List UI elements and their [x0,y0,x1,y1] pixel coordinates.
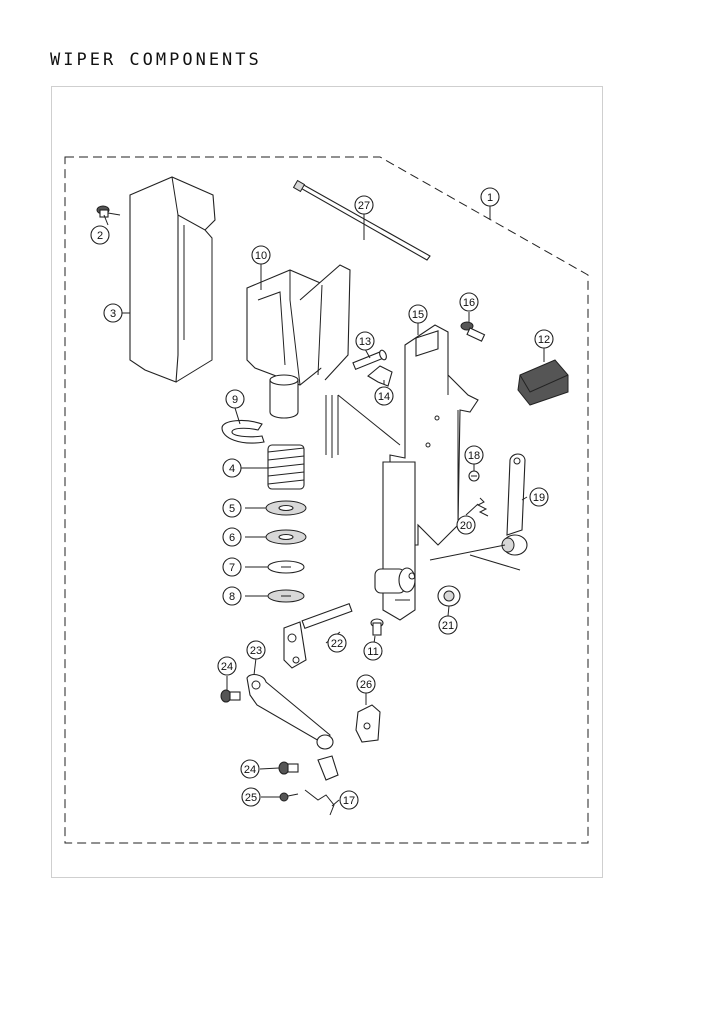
callout-14: 14 [374,386,394,406]
callout-26: 26 [356,674,376,694]
svg-text:15: 15 [412,309,424,321]
callout-17: 17 [339,790,359,810]
svg-text:4: 4 [229,463,235,475]
svg-text:10: 10 [255,250,267,262]
svg-text:24: 24 [244,764,256,776]
bushing [374,567,416,594]
callouts: 1 2 3 4 5 6 7 8 9 10 11 12 13 14 15 16 1… [90,187,554,810]
svg-text:1: 1 [487,192,493,204]
callout-1: 1 [480,187,500,207]
callout-20: 20 [456,515,476,535]
callout-6: 6 [222,527,242,547]
svg-text:20: 20 [460,520,472,532]
svg-text:21: 21 [442,620,454,632]
callout-9: 9 [225,389,245,409]
svg-text:24: 24 [221,661,233,673]
part-12-pad [517,359,569,406]
part-11-screw [370,618,384,636]
callout-18: 18 [464,445,484,465]
svg-text:19: 19 [533,492,545,504]
callout-11: 11 [363,641,383,661]
part-22-shaft [283,602,353,669]
diagram-frame [51,86,603,878]
svg-text:17: 17 [343,795,355,807]
callout-21: 21 [438,615,458,635]
svg-text:18: 18 [468,450,480,462]
svg-text:2: 2 [97,230,103,242]
part-17-wire-spring [304,755,339,816]
svg-text:7: 7 [229,562,235,574]
part-13-pin [352,349,387,371]
svg-text:13: 13 [359,336,371,348]
page-title: WIPER COMPONENTS [50,50,262,70]
part-27-cable-tie [292,179,431,261]
callout-24b: 24 [240,759,260,779]
callout-16: 16 [459,292,479,312]
part-2-screw [96,205,121,218]
callout-27: 27 [354,195,374,215]
svg-text:5: 5 [229,503,235,515]
svg-text:9: 9 [232,394,238,406]
callout-7: 7 [222,557,242,577]
callout-24a: 24 [217,656,237,676]
callout-3: 3 [103,303,123,323]
callout-5: 5 [222,498,242,518]
svg-text:23: 23 [250,645,262,657]
part-3-cover [129,176,216,383]
callout-19: 19 [529,487,549,507]
callout-13: 13 [355,331,375,351]
callout-12: 12 [534,329,554,349]
callout-4: 4 [222,458,242,478]
callout-15: 15 [408,304,428,324]
part-18-screw [468,470,480,482]
svg-text:16: 16 [463,297,475,309]
part-7-washer [267,560,305,574]
part-4-spring [267,444,305,490]
part-8-washer [267,589,305,603]
svg-text:22: 22 [331,638,343,650]
callout-23: 23 [246,640,266,660]
callout-2: 2 [90,225,110,245]
part-19-lever [501,453,528,556]
part-16-screw [460,321,486,342]
part-24-screw-upper [220,689,241,703]
part-26-bracket-tab [355,704,381,743]
svg-text:12: 12 [538,334,550,346]
callout-22: 22 [327,633,347,653]
part-20-spring [476,497,489,517]
svg-text:3: 3 [110,308,116,320]
part-9-e-ring [221,419,265,444]
svg-text:11: 11 [367,646,378,658]
part-24-screw-lower [278,761,299,775]
svg-text:14: 14 [378,391,390,403]
leader-lines [103,205,545,807]
callout-8: 8 [222,586,242,606]
svg-text:26: 26 [360,679,372,691]
callout-25: 25 [241,787,261,807]
part-23-link-arm [246,673,334,750]
part-25-screw [279,792,299,802]
part-6-washer [265,529,307,545]
part-21-collar [437,585,461,607]
svg-text:25: 25 [245,792,257,804]
part-14-spring-clip [367,365,393,387]
svg-text:8: 8 [229,591,235,603]
part-10-solenoid [246,264,351,458]
part-5-washer [265,500,307,516]
svg-text:27: 27 [358,200,370,212]
svg-text:6: 6 [229,532,235,544]
callout-10: 10 [251,245,271,265]
